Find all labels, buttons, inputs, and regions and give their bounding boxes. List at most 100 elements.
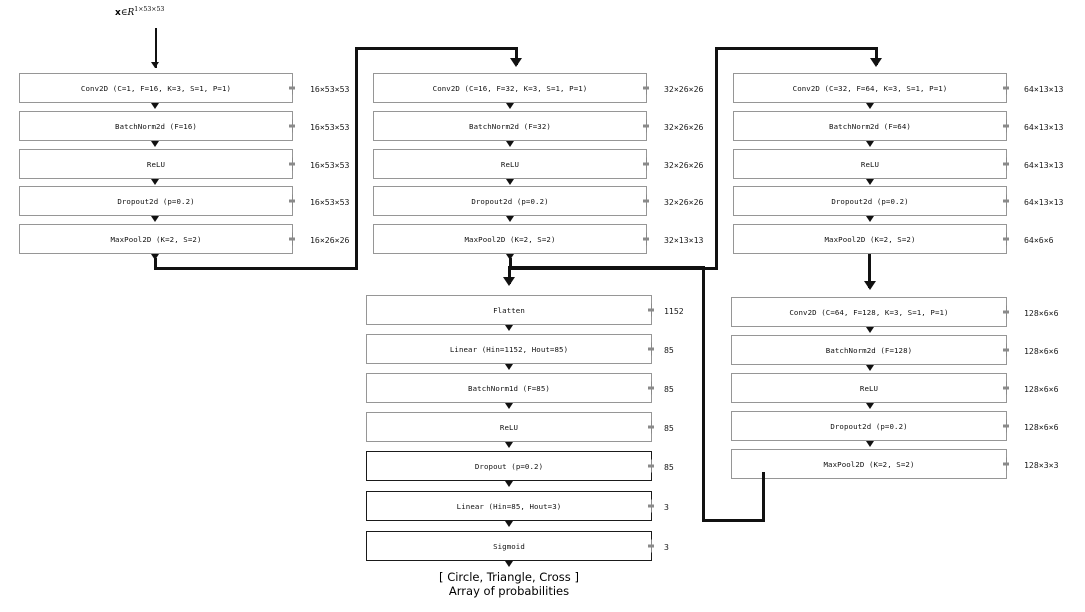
layer-shape-annotation: 128×6×6 — [1024, 422, 1059, 432]
layer-box[interactable]: MaxPool2D (K=2, S=2) — [731, 449, 1009, 479]
layer-label: Dropout (p=0.2) — [474, 461, 544, 471]
layer-box[interactable]: Linear (Hin=1152, Hout=85) — [366, 334, 654, 364]
layer-shape-annotation: 32×26×26 — [664, 160, 704, 170]
flow-arrow — [151, 179, 159, 185]
layer-port-icon — [643, 232, 649, 246]
connector-1-into-block2 — [515, 47, 518, 65]
layer-box[interactable]: Dropout2d (p=0.2) — [373, 186, 649, 216]
layer-label: Dropout2d (p=0.2) — [830, 421, 908, 431]
layer-label: Conv2D (C=16, F=32, K=3, S=1, P=1) — [432, 83, 588, 93]
layer-label: Dropout2d (p=0.2) — [117, 196, 195, 206]
layer-box[interactable]: ReLU — [731, 373, 1009, 403]
layer-label: BatchNorm1d (F=85) — [468, 383, 550, 393]
layer-box[interactable]: ReLU — [366, 412, 654, 442]
flow-arrow — [866, 403, 874, 409]
flow-arrow — [505, 481, 513, 487]
layer-shape-annotation: 128×6×6 — [1024, 346, 1059, 356]
layer-box[interactable]: BatchNorm2d (F=16) — [19, 111, 295, 141]
layer-shape-annotation: 64×13×13 — [1024, 197, 1064, 207]
flow-arrow — [505, 442, 513, 448]
layer-box[interactable]: Conv2D (C=16, F=32, K=3, S=1, P=1) — [373, 73, 649, 103]
layer-port-icon — [1003, 194, 1009, 208]
layer-box[interactable]: ReLU — [373, 149, 649, 179]
layer-box[interactable]: Conv2D (C=64, F=128, K=3, S=1, P=1) — [731, 297, 1009, 327]
layer-label: Flatten — [493, 305, 525, 315]
layer-label: MaxPool2D (K=2, S=2) — [824, 234, 916, 244]
layer-box[interactable]: Conv2D (C=32, F=64, K=3, S=1, P=1) — [733, 73, 1009, 103]
layer-label: ReLU — [499, 422, 519, 432]
layer-box[interactable]: Dropout2d (p=0.2) — [19, 186, 295, 216]
flow-arrow — [506, 103, 514, 109]
layer-port-icon — [648, 381, 654, 395]
layer-port-icon — [648, 499, 654, 513]
layer-label: Dropout2d (p=0.2) — [471, 196, 549, 206]
layer-shape-annotation: 128×6×6 — [1024, 384, 1059, 394]
layer-shape-annotation: 3 — [664, 502, 669, 512]
layer-label: Dropout2d (p=0.2) — [831, 196, 909, 206]
connector-4-down — [762, 472, 765, 522]
flow-arrow — [506, 179, 514, 185]
connector-2-arrowhead — [870, 58, 882, 67]
layer-port-icon — [1003, 381, 1009, 395]
layer-port-icon — [648, 459, 654, 473]
layer-box[interactable]: MaxPool2D (K=2, S=2) — [19, 224, 295, 254]
layer-label: Conv2D (C=64, F=128, K=3, S=1, P=1) — [789, 307, 949, 317]
layer-box[interactable]: Dropout2d (p=0.2) — [733, 186, 1009, 216]
layer-label: ReLU — [500, 159, 520, 169]
layer-port-icon — [1003, 81, 1009, 95]
layer-port-icon — [289, 194, 295, 208]
layer-port-icon — [289, 81, 295, 95]
layer-box[interactable]: BatchNorm2d (F=32) — [373, 111, 649, 141]
layer-label: Linear (Hin=1152, Hout=85) — [449, 344, 569, 354]
connector-4-arrowhead — [503, 277, 515, 286]
layer-box[interactable]: ReLU — [19, 149, 295, 179]
layer-port-icon — [1003, 305, 1009, 319]
layer-port-icon — [648, 303, 654, 317]
layer-label: Sigmoid — [493, 541, 525, 551]
layer-shape-annotation: 85 — [664, 423, 674, 433]
flow-arrow — [866, 327, 874, 333]
flow-arrow — [151, 254, 159, 260]
layer-port-icon — [648, 342, 654, 356]
flow-arrow — [505, 521, 513, 527]
layer-port-icon — [1003, 419, 1009, 433]
flow-arrow — [866, 365, 874, 371]
layer-shape-annotation: 3 — [664, 542, 669, 552]
connector-1-up — [355, 47, 358, 269]
layer-box[interactable]: Sigmoid — [366, 531, 654, 561]
layer-label: BatchNorm2d (F=32) — [469, 121, 551, 131]
flow-arrow — [866, 216, 874, 222]
layer-box[interactable]: Dropout (p=0.2) — [366, 451, 654, 481]
connector-2-down — [509, 258, 512, 270]
connector-3-arrowhead — [864, 281, 876, 290]
layer-port-icon — [643, 194, 649, 208]
connector-1-top — [355, 47, 518, 50]
layer-box[interactable]: BatchNorm1d (F=85) — [366, 373, 654, 403]
layer-box[interactable]: Conv2D (C=1, F=16, K=3, S=1, P=1) — [19, 73, 295, 103]
layer-box[interactable]: ReLU — [733, 149, 1009, 179]
layer-box[interactable]: Dropout2d (p=0.2) — [731, 411, 1009, 441]
layer-shape-annotation: 16×26×26 — [310, 235, 350, 245]
layer-box[interactable]: MaxPool2D (K=2, S=2) — [733, 224, 1009, 254]
layer-port-icon — [643, 119, 649, 133]
layer-box[interactable]: BatchNorm2d (F=128) — [731, 335, 1009, 365]
layer-label: Conv2D (C=1, F=16, K=3, S=1, P=1) — [80, 83, 232, 93]
input-member-symbol: ∈ — [120, 8, 128, 18]
layer-box[interactable]: MaxPool2D (K=2, S=2) — [373, 224, 649, 254]
input-set-symbol: R — [127, 8, 135, 18]
connector-4-left — [702, 519, 765, 522]
flow-arrow — [866, 179, 874, 185]
layer-label: ReLU — [860, 159, 880, 169]
layer-port-icon — [1003, 457, 1009, 471]
layer-box[interactable]: BatchNorm2d (F=64) — [733, 111, 1009, 141]
layer-shape-annotation: 64×13×13 — [1024, 160, 1064, 170]
layer-shape-annotation: 64×13×13 — [1024, 122, 1064, 132]
flow-arrow — [866, 103, 874, 109]
layer-port-icon — [643, 81, 649, 95]
layer-box[interactable]: Linear (Hin=85, Hout=3) — [366, 491, 654, 521]
layer-box[interactable]: Flatten — [366, 295, 654, 325]
connector-2-into-block3 — [875, 47, 878, 65]
input-tensor-label: x∈R1×53×53 — [115, 6, 164, 18]
input-var: x — [115, 8, 121, 18]
connector-4-up — [702, 266, 705, 522]
